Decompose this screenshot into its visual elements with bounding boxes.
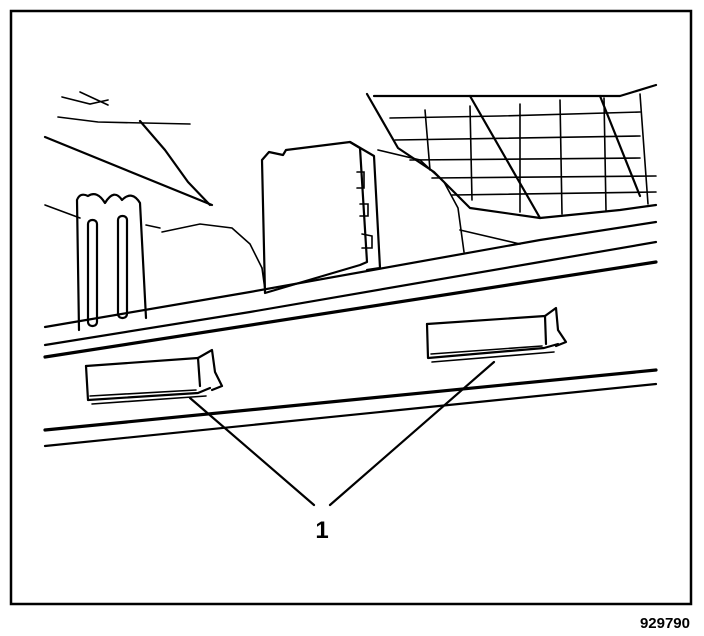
relay-box [260, 140, 465, 295]
callout-number: 1 [315, 517, 328, 544]
clip-right [425, 306, 568, 363]
figure-frame [9, 9, 693, 606]
leader-line-right [328, 360, 496, 507]
slotted-bracket [75, 193, 161, 332]
clip-left [84, 348, 224, 405]
background-sheet-metal [43, 91, 266, 291]
body-rail [43, 220, 658, 448]
leader-line-left [188, 396, 316, 507]
figure-number: 929790 [640, 615, 690, 632]
grille-panel [365, 83, 658, 220]
